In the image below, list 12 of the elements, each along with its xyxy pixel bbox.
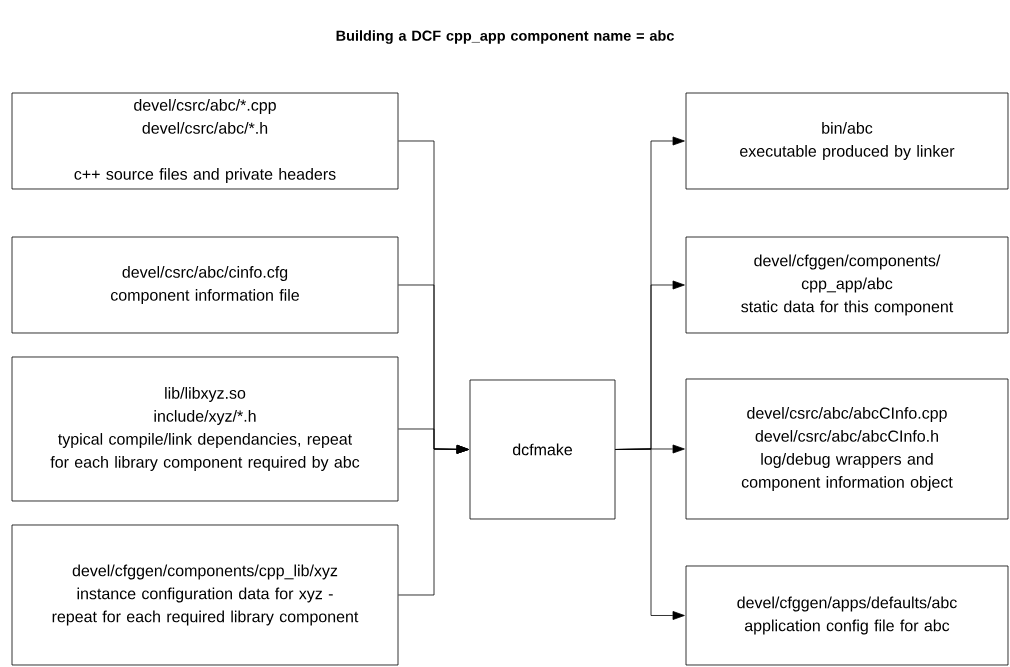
arrow [615, 448, 685, 620]
file-box: devel/csrc/abc/cinfo.cfg component information file [11, 236, 399, 334]
arrow [398, 444, 469, 596]
file-box: devel/csrc/abc/abcCInfo.cpp devel/csrc/abc/abcCInfo.h log/debug wrappers and component information object [685, 378, 1009, 520]
file-box: devel/csrc/abc/*.cpp devel/csrc/abc/*.h c++ source files and private headers [11, 92, 399, 190]
file-box: bin/abc executable produced by linker [685, 92, 1009, 190]
title: Building a DCF cpp_app component name = abc [336, 30, 674, 44]
file-box: lib/libxyz.so include/xyz/*.h typical compile/link dependancies, repeat for each library component required by abc [11, 356, 399, 502]
file-box: devel/cfggen/components/cpp_lib/xyz instance configuration data for xyz - repeat for each required library component [11, 524, 399, 666]
file-box: dcfmake [469, 379, 616, 520]
file-box: devel/cfggen/apps/defaults/abc application config file for abc [685, 565, 1009, 666]
file-box: devel/cfggen/components/ cpp_app/abc static data for this component [685, 236, 1009, 334]
